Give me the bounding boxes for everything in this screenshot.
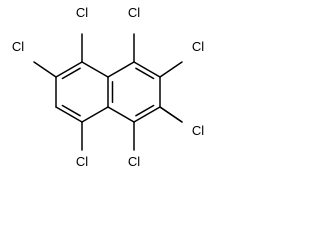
double-bond-L1-L2 bbox=[61, 67, 81, 80]
structure-canvas: ClClClClClClClCl bbox=[12, 5, 204, 169]
substituent-bond-R3b bbox=[159, 106, 183, 123]
substituent-bond-R2 bbox=[159, 61, 183, 78]
substituent-bond-L2 bbox=[33, 61, 57, 78]
double-bond-L3-L4 bbox=[61, 104, 81, 117]
bond-C10-L1 bbox=[81, 61, 109, 78]
naphthalene-structure: ClClClClClClClCl bbox=[12, 5, 204, 169]
chlorine-label: Cl bbox=[128, 154, 140, 169]
double-bond-R3-R4 bbox=[135, 104, 155, 117]
bond-L1-L2 bbox=[55, 61, 83, 78]
double-bond-R1-R2 bbox=[135, 67, 155, 80]
chlorine-label: Cl bbox=[128, 5, 140, 20]
bond-L4-C9 bbox=[81, 106, 109, 123]
bond-C10-R1 bbox=[107, 61, 135, 78]
bond-R1-R2 bbox=[133, 61, 161, 78]
bond-L3-L4 bbox=[55, 106, 83, 123]
chlorine-label: Cl bbox=[192, 39, 204, 54]
chlorine-label: Cl bbox=[192, 123, 204, 138]
chlorine-label: Cl bbox=[76, 5, 88, 20]
bond-R3-R4 bbox=[133, 106, 161, 123]
bond-R4-C9 bbox=[107, 106, 135, 123]
chlorine-label: Cl bbox=[12, 39, 24, 54]
chlorine-label: Cl bbox=[76, 154, 88, 169]
